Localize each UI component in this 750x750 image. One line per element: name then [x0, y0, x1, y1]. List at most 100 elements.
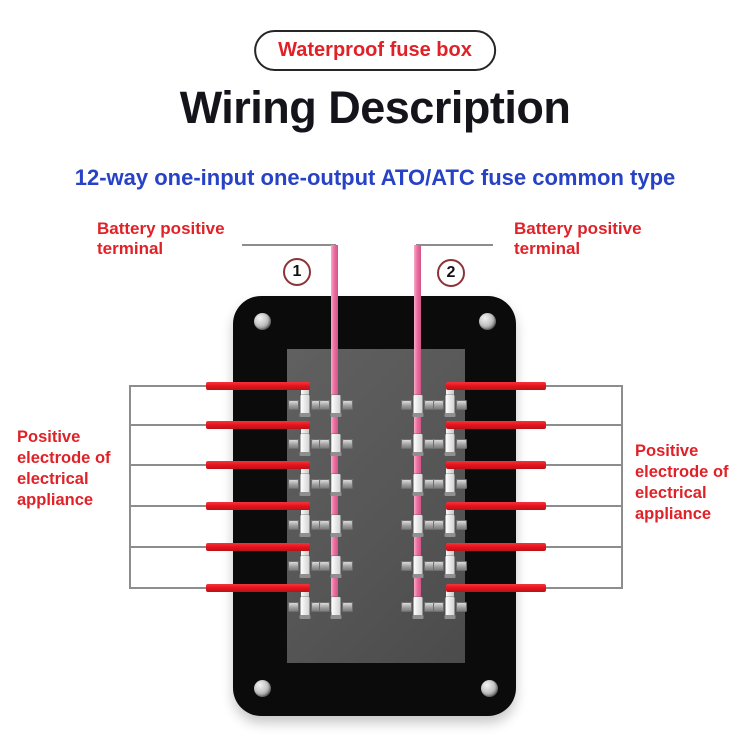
- output-wire-right: [446, 543, 546, 551]
- nut-icon: [288, 520, 299, 530]
- terminal: [318, 556, 353, 578]
- nut-icon: [318, 602, 330, 612]
- washer-icon: [299, 574, 311, 578]
- nut-icon: [400, 400, 412, 410]
- nut-icon: [288, 479, 299, 489]
- bracket-line: [129, 464, 208, 466]
- bolt-icon: [331, 556, 340, 575]
- nut-icon: [456, 561, 467, 571]
- nut-icon: [311, 439, 322, 449]
- bolt-icon: [413, 515, 422, 534]
- terminal: [400, 597, 435, 619]
- bolt-icon: [445, 434, 455, 453]
- nut-icon: [341, 479, 353, 489]
- bracket-left: [129, 385, 131, 589]
- nut-icon: [423, 561, 435, 571]
- terminal: [288, 556, 322, 578]
- output-wire-left: [206, 543, 310, 551]
- nut-icon: [456, 520, 467, 530]
- bolt-icon: [445, 474, 455, 493]
- nut-icon: [318, 520, 330, 530]
- terminal: [433, 597, 467, 619]
- bracket-line: [544, 505, 623, 507]
- bolt-icon: [445, 556, 455, 575]
- nut-icon: [456, 479, 467, 489]
- washer-icon: [330, 492, 341, 496]
- bolt-icon: [300, 434, 310, 453]
- bolt-icon: [413, 395, 422, 414]
- terminal: [433, 515, 467, 537]
- screw-icon: [480, 679, 498, 697]
- bolt-icon: [445, 515, 455, 534]
- bracket-line: [544, 546, 623, 548]
- washer-icon: [330, 533, 341, 537]
- washer-icon: [412, 533, 423, 537]
- terminal: [288, 597, 322, 619]
- bolt-icon: [331, 474, 340, 493]
- washer-icon: [299, 492, 311, 496]
- nut-icon: [311, 520, 322, 530]
- washer-icon: [444, 533, 456, 537]
- screw-icon: [253, 312, 271, 330]
- washer-icon: [330, 452, 341, 456]
- nut-icon: [400, 520, 412, 530]
- bracket-right: [621, 385, 623, 589]
- bracket-line: [544, 385, 623, 387]
- washer-icon: [299, 413, 311, 417]
- wire-marker-1-number: 1: [292, 263, 302, 280]
- terminal: [288, 395, 322, 417]
- battery-label-right: Battery positive terminal: [514, 219, 642, 258]
- washer-icon: [412, 492, 423, 496]
- nut-icon: [318, 479, 330, 489]
- nut-icon: [288, 561, 299, 571]
- battery-label-left: Battery positive terminal: [97, 219, 225, 258]
- bolt-icon: [331, 597, 340, 616]
- bolt-icon: [300, 395, 310, 414]
- nut-icon: [311, 479, 322, 489]
- washer-icon: [412, 452, 423, 456]
- nut-icon: [400, 439, 412, 449]
- terminal: [288, 434, 322, 456]
- washer-icon: [330, 413, 341, 417]
- output-wire-right: [446, 584, 546, 592]
- nut-icon: [341, 400, 353, 410]
- bracket-line: [129, 385, 208, 387]
- output-wire-left: [206, 502, 310, 510]
- bolt-icon: [445, 395, 455, 414]
- nut-icon: [400, 602, 412, 612]
- nut-icon: [456, 602, 467, 612]
- terminal: [433, 474, 467, 496]
- nut-icon: [456, 400, 467, 410]
- nut-icon: [311, 561, 322, 571]
- bracket-line: [129, 424, 208, 426]
- bolt-icon: [300, 515, 310, 534]
- product-badge: Waterproof fuse box: [254, 30, 496, 71]
- bolt-icon: [300, 474, 310, 493]
- bolt-icon: [413, 474, 422, 493]
- subtitle: 12-way one-input one-output ATO/ATC fuse…: [74, 165, 676, 190]
- nut-icon: [318, 439, 330, 449]
- nut-icon: [433, 439, 444, 449]
- washer-icon: [299, 615, 311, 619]
- nut-icon: [288, 439, 299, 449]
- nut-icon: [433, 400, 444, 410]
- terminal: [288, 515, 322, 537]
- bolt-icon: [300, 597, 310, 616]
- nut-icon: [341, 561, 353, 571]
- washer-icon: [330, 574, 341, 578]
- output-wire-right: [446, 461, 546, 469]
- nut-icon: [288, 602, 299, 612]
- output-wire-left: [206, 421, 310, 429]
- nut-icon: [318, 400, 330, 410]
- bracket-line: [544, 464, 623, 466]
- appliance-label-left: Positive electrode of electrical applian…: [17, 428, 111, 509]
- output-wire-right: [446, 421, 546, 429]
- terminal: [400, 474, 435, 496]
- nut-icon: [423, 602, 435, 612]
- nut-icon: [318, 561, 330, 571]
- connector-line-right: [416, 244, 493, 246]
- nut-icon: [433, 479, 444, 489]
- nut-icon: [311, 602, 322, 612]
- bolt-icon: [300, 556, 310, 575]
